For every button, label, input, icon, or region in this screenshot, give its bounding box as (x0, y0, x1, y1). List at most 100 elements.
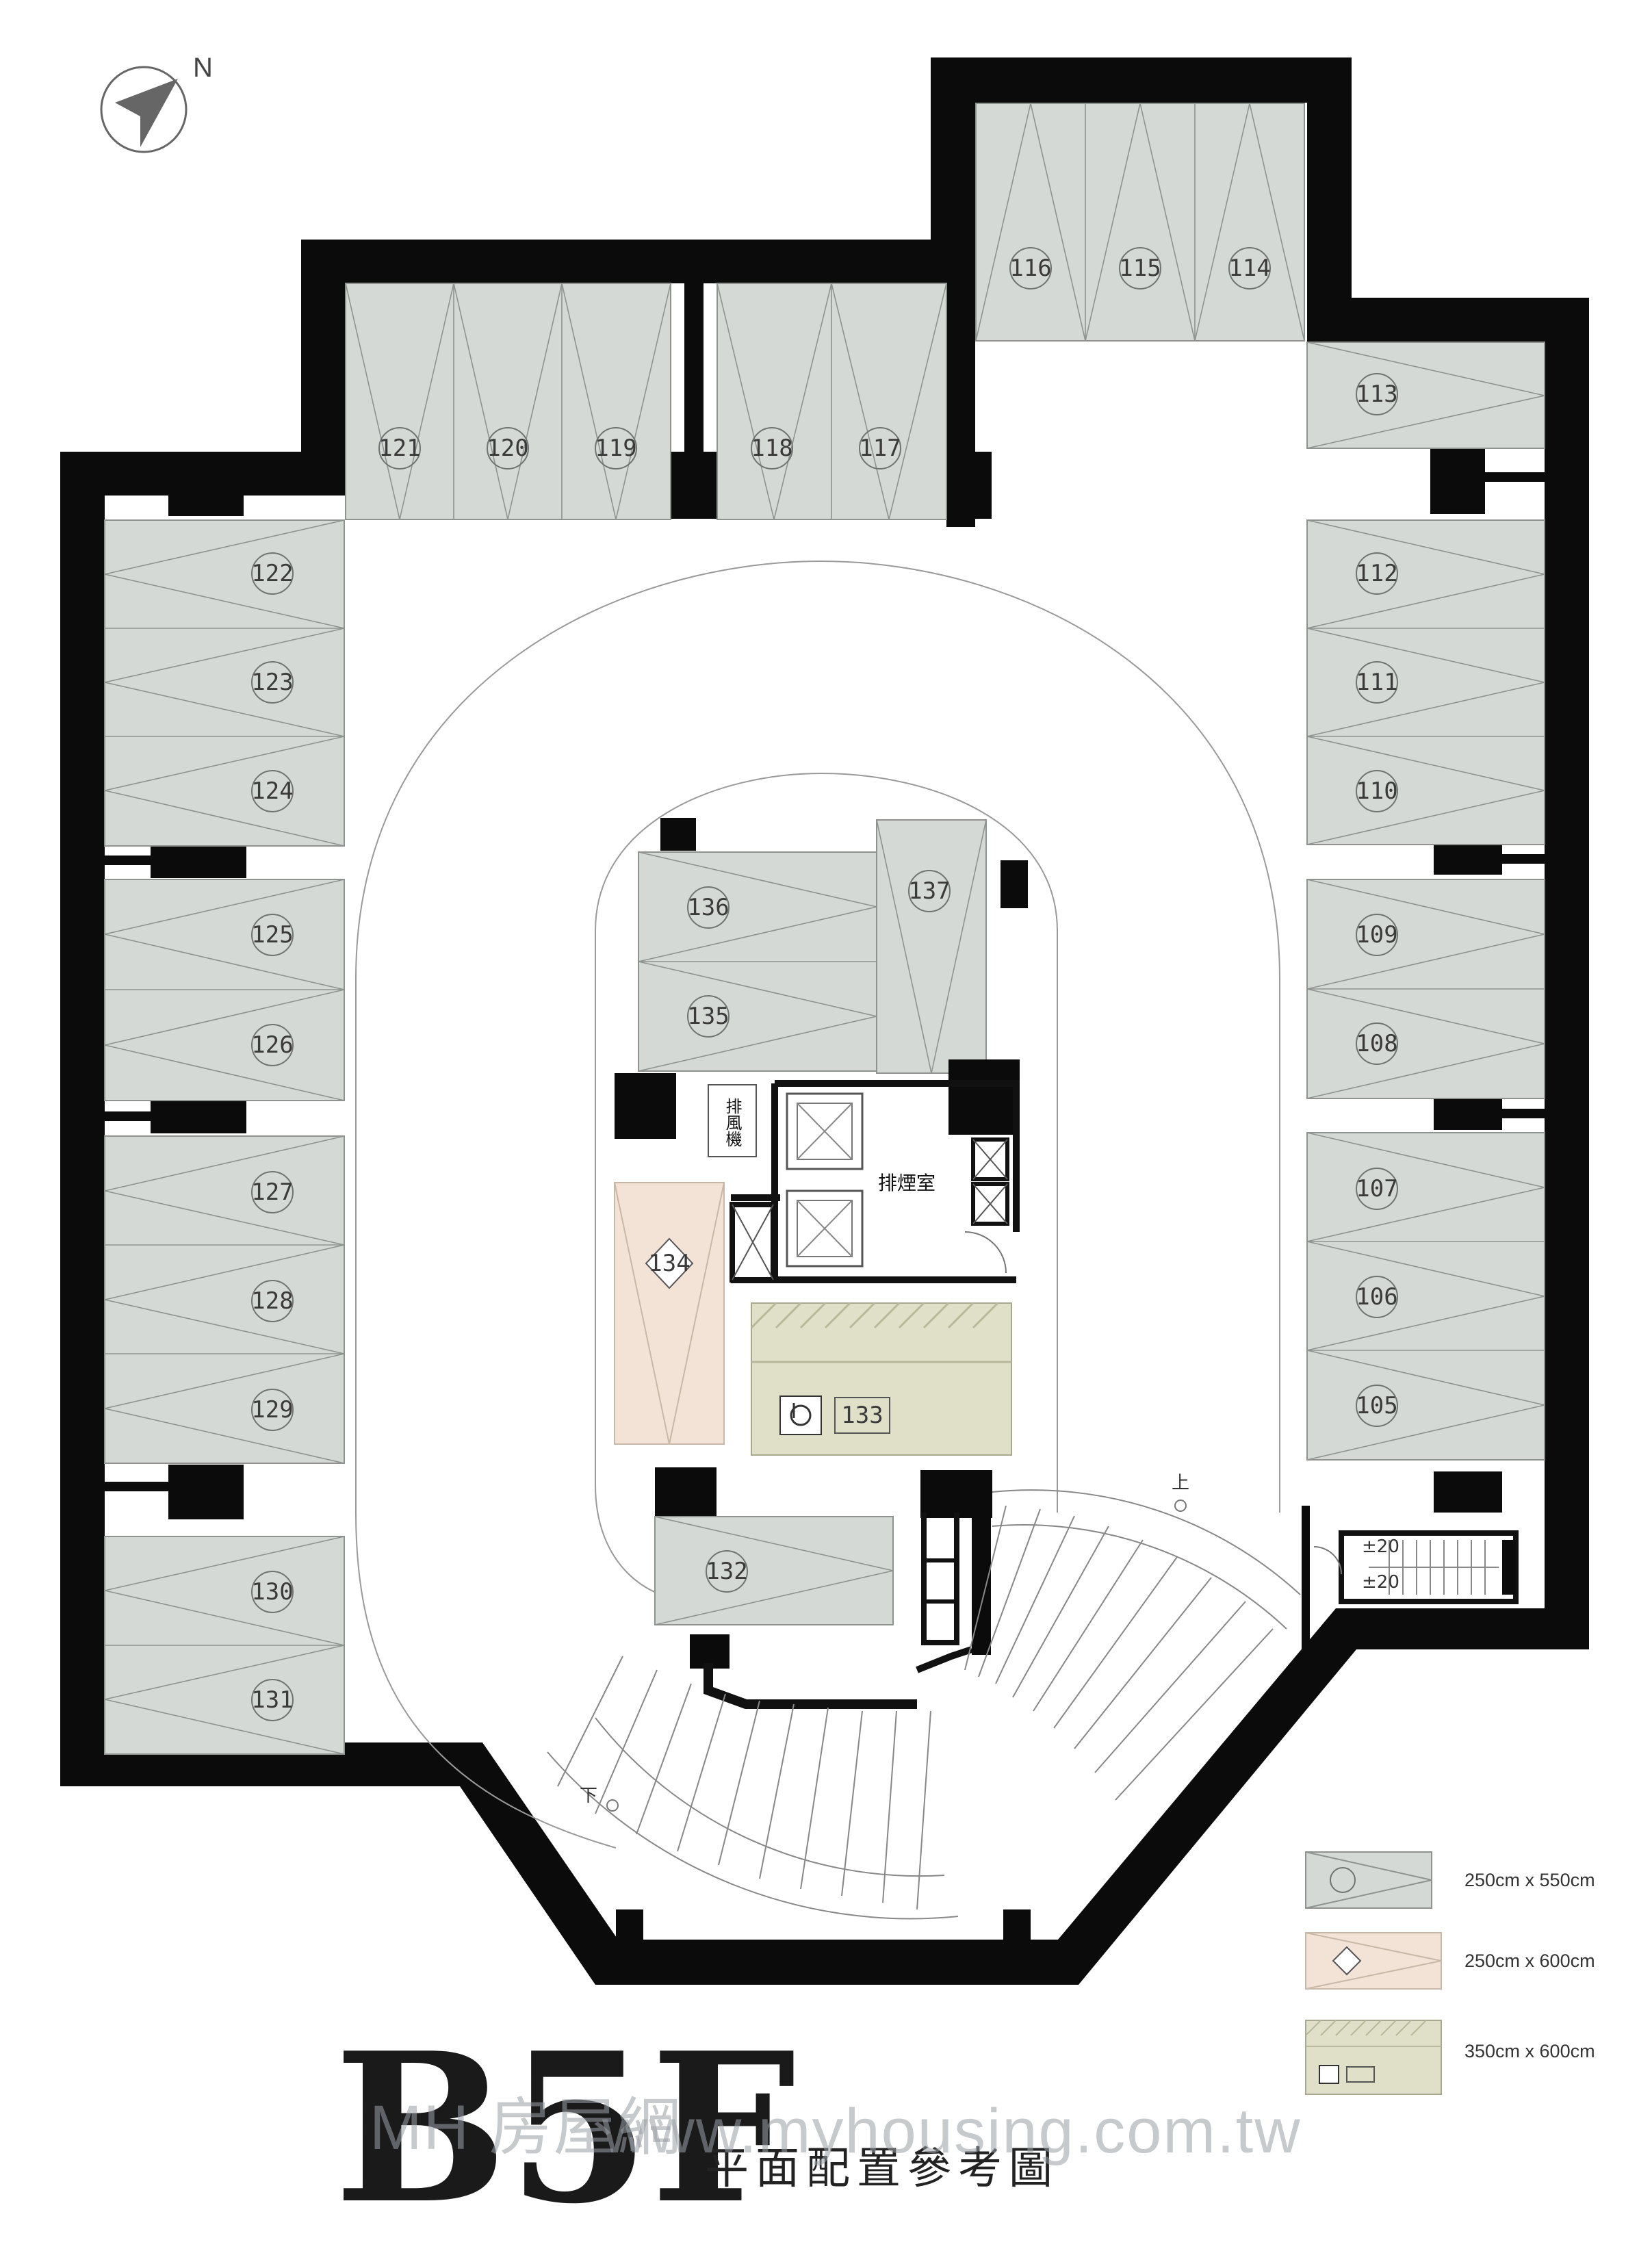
parking-spot-122[interactable]: 122 (251, 552, 294, 595)
spiral-ramp (547, 1489, 1301, 1920)
parking-spot-111[interactable]: 111 (1356, 661, 1398, 704)
svg-text:135: 135 (687, 1003, 729, 1030)
spot-group-top-left (345, 283, 671, 520)
watermark-url: www.myhousing.com.tw (602, 2096, 1302, 2166)
spot-group-left-lower (104, 1135, 345, 1464)
svg-text:118: 118 (751, 435, 792, 462)
parking-spot-120[interactable]: 120 (487, 427, 529, 469)
columns (105, 240, 1547, 1940)
parking-spot-116[interactable]: 116 (1009, 247, 1052, 290)
svg-text:123: 123 (251, 669, 293, 696)
parking-spot-137[interactable]: 137 (908, 870, 951, 912)
svg-text:124: 124 (251, 777, 293, 805)
spot-group-left-upper (104, 519, 345, 847)
watermark-brand: MH 房屋網 (370, 2093, 682, 2163)
ramp-up-label: 上 (1172, 1473, 1189, 1493)
ramp-down-marker (606, 1799, 619, 1812)
svg-text:117: 117 (859, 435, 901, 462)
spot-group-right-lower (1306, 1132, 1545, 1461)
parking-spot-126[interactable]: 126 (251, 1024, 294, 1066)
svg-text:113: 113 (1356, 381, 1397, 408)
parking-spot-112[interactable]: 112 (1356, 552, 1398, 595)
svg-text:114: 114 (1228, 255, 1270, 282)
parking-spot-129[interactable]: 129 (251, 1389, 294, 1431)
wheelchair-icon (779, 1395, 822, 1435)
svg-text:105: 105 (1356, 1392, 1397, 1419)
spot-group-top-right (975, 103, 1305, 342)
plan-subtitle: 平面配置參考圖 (705, 2144, 1059, 2194)
parking-spot-121[interactable]: 121 (378, 427, 421, 469)
parking-spot-125[interactable]: 125 (251, 914, 294, 956)
parking-spot-108[interactable]: 108 (1356, 1022, 1398, 1065)
parking-spot-117[interactable]: 117 (859, 427, 901, 469)
column-132 (655, 1467, 717, 1517)
parking-spot-127[interactable]: 127 (251, 1171, 294, 1213)
svg-text:134: 134 (648, 1250, 690, 1277)
parking-spot-114[interactable]: 114 (1228, 247, 1271, 290)
parking-spot-131[interactable]: 131 (251, 1679, 294, 1721)
north-arrow-icon (100, 66, 188, 153)
parking-spot-110[interactable]: 110 (1356, 770, 1398, 812)
spot-group-left-bottom (104, 1536, 345, 1755)
floor-level-title: B5F (334, 2007, 796, 2249)
ramp-up-marker (1174, 1500, 1187, 1512)
parking-spot-128[interactable]: 128 (251, 1280, 294, 1322)
svg-text:126: 126 (251, 1031, 293, 1059)
legend-item-250x600: 250cm x 600cm (1305, 1932, 1595, 1990)
staircase (1313, 1530, 1519, 1604)
parking-spot-109[interactable]: 109 (1356, 914, 1398, 956)
svg-text:129: 129 (251, 1396, 293, 1424)
spot-group-right-middle (1306, 879, 1545, 1099)
svg-text:350cm x 600cm: 350cm x 600cm (1464, 2041, 1595, 2061)
parking-spot-115[interactable]: 115 (1119, 247, 1161, 290)
parking-spot-113[interactable]: 113 (1356, 373, 1398, 415)
spot-group-center (638, 819, 987, 1074)
svg-text:128: 128 (251, 1287, 293, 1315)
parking-spot-107[interactable]: 107 (1356, 1168, 1398, 1210)
svg-text:121: 121 (378, 435, 420, 462)
ramp-core (690, 1470, 992, 1709)
svg-text:131: 131 (251, 1686, 293, 1714)
svg-text:127: 127 (251, 1179, 293, 1206)
parking-spot-105[interactable]: 105 (1356, 1385, 1398, 1427)
svg-text:109: 109 (1356, 921, 1397, 949)
svg-text:115: 115 (1119, 255, 1161, 282)
svg-text:132: 132 (706, 1558, 747, 1585)
parking-spot-134[interactable]: 134 (614, 1182, 725, 1445)
wheelchair-icon (1319, 2065, 1339, 2084)
parking-spot-130[interactable]: 130 (251, 1571, 294, 1613)
parking-spot-106[interactable]: 106 (1356, 1276, 1398, 1318)
legend-item-350x600: 350cm x 600cm (1305, 2020, 1595, 2095)
legend-item-250x550: 250cm x 550cm (1305, 1851, 1595, 1909)
service-core (615, 1059, 1020, 1283)
spot-group-top-center (717, 283, 947, 520)
svg-text:112: 112 (1356, 560, 1397, 587)
svg-text:106: 106 (1356, 1283, 1397, 1311)
svg-text:130: 130 (251, 1578, 293, 1606)
outer-drive-line (355, 560, 1280, 1849)
spot-113-shape (1306, 342, 1545, 449)
fan-room-label: 排風機 (723, 1098, 742, 1147)
parking-spot-123[interactable]: 123 (251, 661, 294, 704)
parking-spot-133[interactable]: 133 (750, 1302, 1012, 1456)
svg-text:108: 108 (1356, 1030, 1397, 1057)
spot-group-right-upper (1306, 519, 1545, 845)
column-center-1 (660, 818, 696, 851)
smoke-room-label: 排煙室 (878, 1172, 935, 1194)
parking-spot-119[interactable]: 119 (595, 427, 637, 469)
ramp-down-label: 下 (580, 1786, 597, 1806)
column-center-2 (1001, 860, 1028, 908)
svg-text:122: 122 (251, 560, 293, 587)
parking-spot-124[interactable]: 124 (251, 770, 294, 812)
parking-spot-135[interactable]: 135 (687, 995, 730, 1038)
parking-spot-118[interactable]: 118 (751, 427, 793, 469)
parking-spot-136[interactable]: 136 (687, 886, 730, 929)
stair-label-1: ±20 (1362, 1536, 1399, 1557)
parking-spot-132[interactable]: 132 (654, 1516, 894, 1625)
svg-text:107: 107 (1356, 1175, 1397, 1202)
svg-text:125: 125 (251, 921, 293, 949)
spot-group-left-middle (104, 879, 345, 1101)
svg-text:137: 137 (908, 877, 950, 905)
svg-text:133: 133 (841, 1402, 883, 1429)
